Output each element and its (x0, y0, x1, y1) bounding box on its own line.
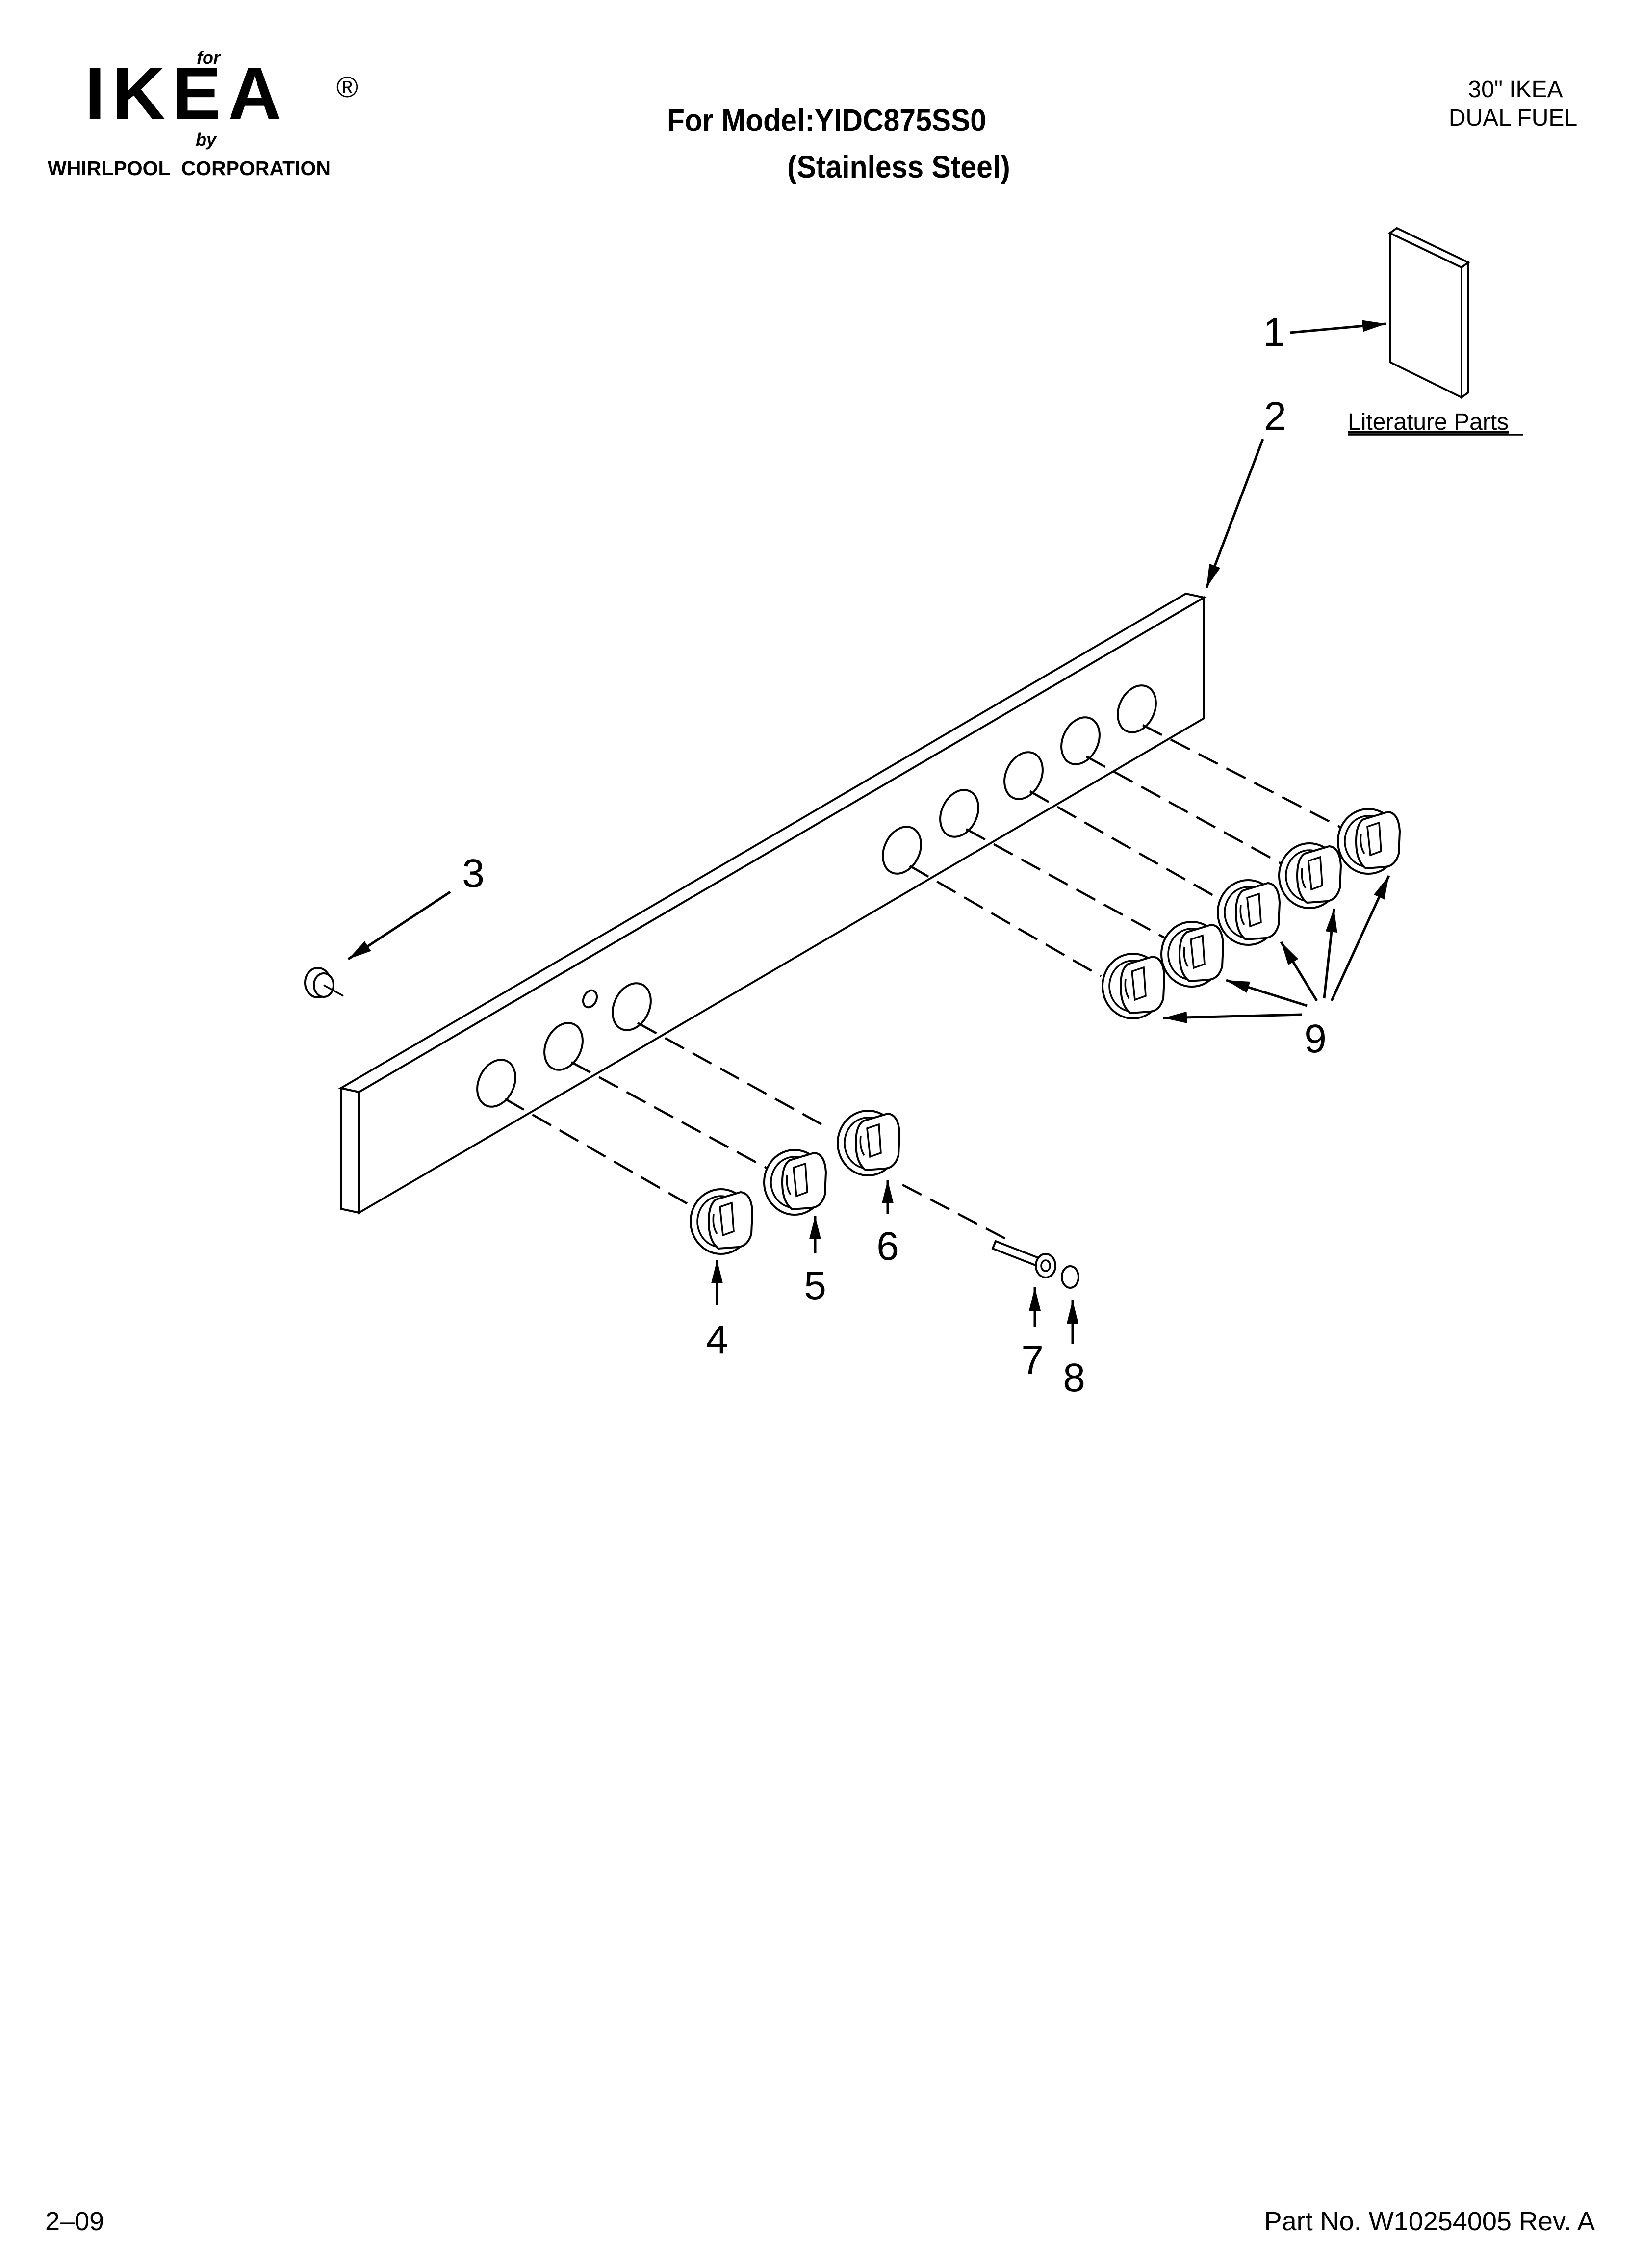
callout-2: 2 (1264, 394, 1286, 439)
control-panel (338, 592, 1207, 1215)
knob-6 (837, 1110, 900, 1176)
callout-3: 3 (462, 851, 485, 896)
brand-logo: for IKEA ® by WHIRLPOOL CORPORATION (48, 48, 358, 180)
assembly-lines (504, 724, 1355, 1242)
brand-registered-mark: ® (336, 71, 358, 104)
panel-hole (543, 1022, 584, 1071)
literature-parts-label: Literature Parts (1348, 409, 1509, 435)
callout-5: 5 (804, 1263, 826, 1308)
panel-hole-small (582, 989, 598, 1009)
model-title: For Model:YIDC875SS0 (667, 103, 986, 138)
callout-9-leaders (1163, 875, 1390, 1023)
callout-6: 6 (876, 1224, 899, 1269)
brand-for-text: for (197, 48, 221, 68)
knob-9b (1160, 921, 1224, 988)
screw (991, 1240, 1056, 1278)
product-line-1: 30" IKEA (1468, 77, 1563, 103)
callout-1: 1 (1263, 310, 1285, 355)
callout-2-leader (1205, 439, 1264, 588)
callout-7: 7 (1021, 1338, 1044, 1382)
footer-part-number: Part No. W10254005 Rev. A (1264, 2207, 1595, 2236)
knob-4 (690, 1188, 753, 1255)
knob-9a (1102, 953, 1165, 1019)
panel-hole (882, 826, 922, 875)
panel-hole (1060, 716, 1101, 765)
indicator-light (304, 967, 344, 998)
panel-holes (476, 684, 1157, 1108)
callout-9: 9 (1304, 1017, 1327, 1061)
callout-4: 4 (706, 1317, 728, 1362)
knob-9d (1278, 842, 1342, 909)
panel-hole (612, 982, 652, 1031)
knob-5 (763, 1149, 827, 1216)
washer (1061, 1265, 1079, 1289)
panel-hole (939, 789, 979, 838)
panel-hole (1117, 684, 1157, 733)
literature-parts-booklet (1388, 227, 1470, 399)
footer-date: 2–09 (45, 2207, 104, 2236)
callout-8: 8 (1063, 1356, 1085, 1400)
panel-hole (476, 1059, 516, 1108)
knob-9e (1337, 808, 1401, 875)
brand-name-text: IKEA (85, 52, 288, 134)
model-finish: (Stainless Steel) (787, 150, 1010, 185)
callout-3-leader (347, 890, 451, 961)
brand-company-text: WHIRLPOOL CORPORATION (48, 157, 331, 180)
callout-1-leader (1289, 320, 1386, 334)
knob-9c (1217, 879, 1281, 946)
brand-by-text: by (196, 130, 217, 150)
product-line-2: DUAL FUEL (1449, 105, 1577, 131)
panel-hole (1003, 751, 1044, 800)
